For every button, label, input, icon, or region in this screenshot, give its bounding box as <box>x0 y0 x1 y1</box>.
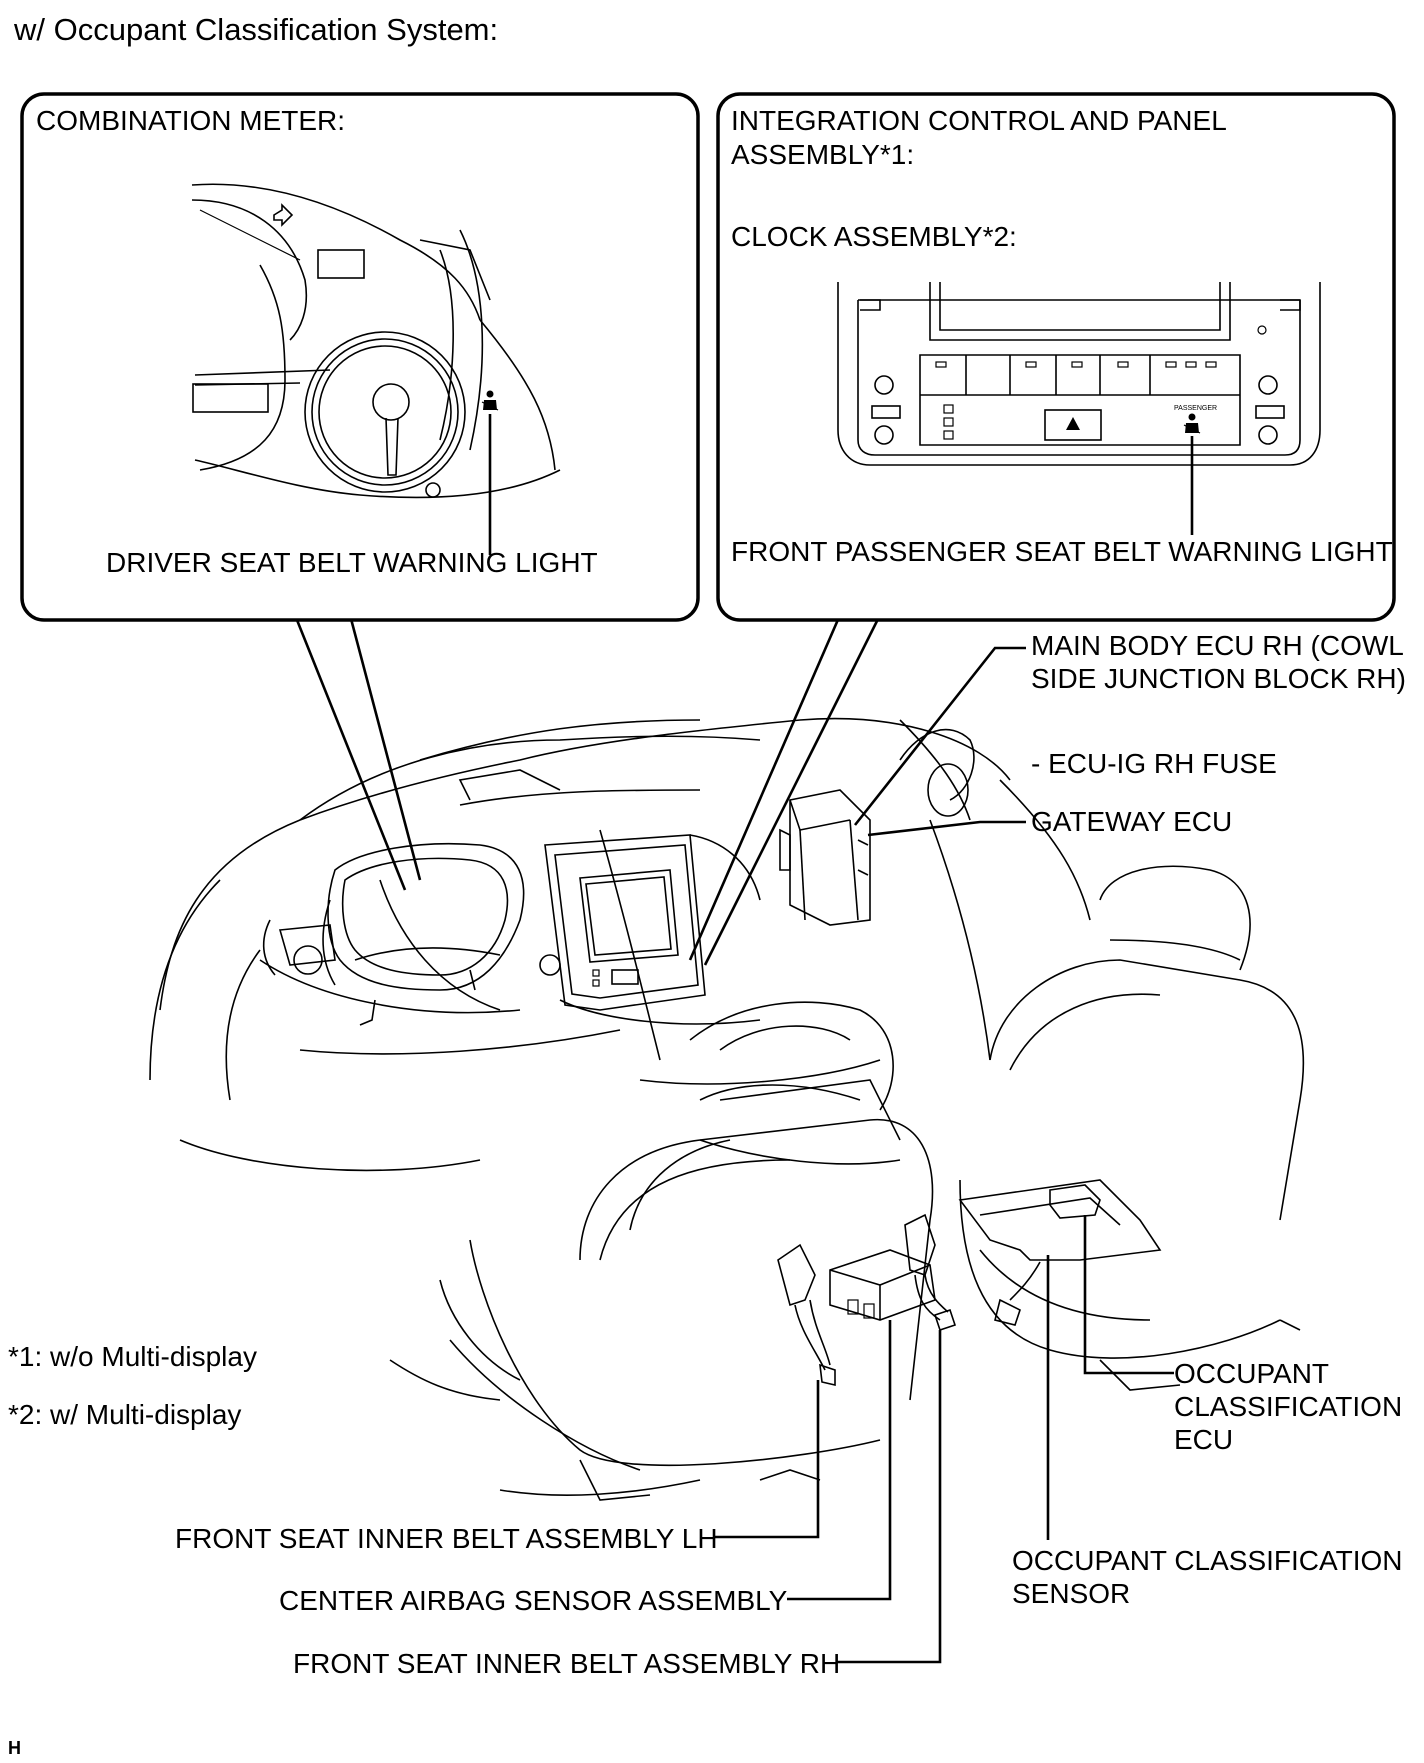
passenger-seat-belt-warning-label: FRONT PASSENGER SEAT BELT WARNING LIGHT <box>731 536 1393 567</box>
passenger-seat-belt-warning-icon <box>1183 413 1201 434</box>
ecu-ig-fuse-label: - ECU-IG RH FUSE <box>1031 748 1277 779</box>
occupant-ecu-label-line3: ECU <box>1174 1424 1233 1455</box>
belt-rh-label: FRONT SEAT INNER BELT ASSEMBLY RH <box>293 1648 840 1679</box>
main-body-ecu-callout: MAIN BODY ECU RH (COWL SIDE JUNCTION BLO… <box>853 630 1406 826</box>
corner-mark: H <box>8 1738 21 1758</box>
center-airbag-sensor-drawing <box>829 1249 936 1321</box>
clock-assembly-heading: CLOCK ASSEMBLY*2: <box>731 221 1017 252</box>
belt-buckle-rh-drawing <box>904 1213 957 1332</box>
occupant-sensor-label-line1: OCCUPANT CLASSIFICATION <box>1012 1545 1403 1576</box>
integration-panel-callout: INTEGRATION CONTROL AND PANEL ASSEMBLY*1… <box>716 92 1396 622</box>
belt-rh-callout: FRONT SEAT INNER BELT ASSEMBLY RH <box>293 1330 942 1679</box>
center-airbag-label: CENTER AIRBAG SENSOR ASSEMBLY <box>279 1585 788 1616</box>
combination-meter-callout: COMBINATION METER: DRIVER SEAT BELT WARN… <box>20 92 700 622</box>
main-body-ecu-label-line2: SIDE JUNCTION BLOCK RH) <box>1031 663 1406 694</box>
belt-lh-label: FRONT SEAT INNER BELT ASSEMBLY LH <box>175 1523 718 1554</box>
occupant-classification-sensor-drawing <box>958 1179 1162 1326</box>
gateway-ecu-callout: GATEWAY ECU <box>867 806 1232 837</box>
occupant-classification-ecu-callout: OCCUPANT CLASSIFICATION ECU <box>1083 1215 1402 1455</box>
integration-panel-heading-line1: INTEGRATION CONTROL AND PANEL <box>731 105 1227 136</box>
occupant-ecu-label-line2: CLASSIFICATION <box>1174 1391 1402 1422</box>
integration-panel-heading-line2: ASSEMBLY*1: <box>731 139 914 170</box>
passenger-seat-drawing <box>959 865 1305 1391</box>
driver-seat-belt-warning-label: DRIVER SEAT BELT WARNING LIGHT <box>106 547 598 578</box>
occupant-ecu-label-line1: OCCUPANT <box>1174 1358 1329 1389</box>
footnote-2: *2: w/ Multi-display <box>8 1399 241 1430</box>
combination-meter-heading: COMBINATION METER: <box>36 105 345 136</box>
callout-pointers <box>293 614 882 966</box>
combination-meter-drawing <box>262 842 525 1026</box>
occupant-sensor-label-line2: SENSOR <box>1012 1578 1130 1609</box>
vehicle-interior-drawing <box>149 717 1305 1501</box>
driver-seat-drawing <box>389 1001 934 1501</box>
belt-lh-callout: FRONT SEAT INNER BELT ASSEMBLY LH <box>175 1380 820 1554</box>
passenger-indicator-text: PASSENGER <box>1174 405 1217 412</box>
footnote-1: *1: w/o Multi-display <box>8 1341 257 1372</box>
driver-seat-belt-warning-icon <box>481 390 499 411</box>
occupant-classification-sensor-callout: OCCUPANT CLASSIFICATION SENSOR <box>1012 1255 1403 1609</box>
main-body-ecu-label-line1: MAIN BODY ECU RH (COWL <box>1031 630 1404 661</box>
center-airbag-callout: CENTER AIRBAG SENSOR ASSEMBLY <box>279 1320 892 1616</box>
page-title: w/ Occupant Classification System: <box>13 12 498 47</box>
gateway-ecu-label: GATEWAY ECU <box>1031 806 1232 837</box>
belt-buckle-lh-drawing <box>777 1243 836 1387</box>
center-stack-drawing <box>544 834 761 1011</box>
gateway-ecu-drawing <box>779 789 871 926</box>
